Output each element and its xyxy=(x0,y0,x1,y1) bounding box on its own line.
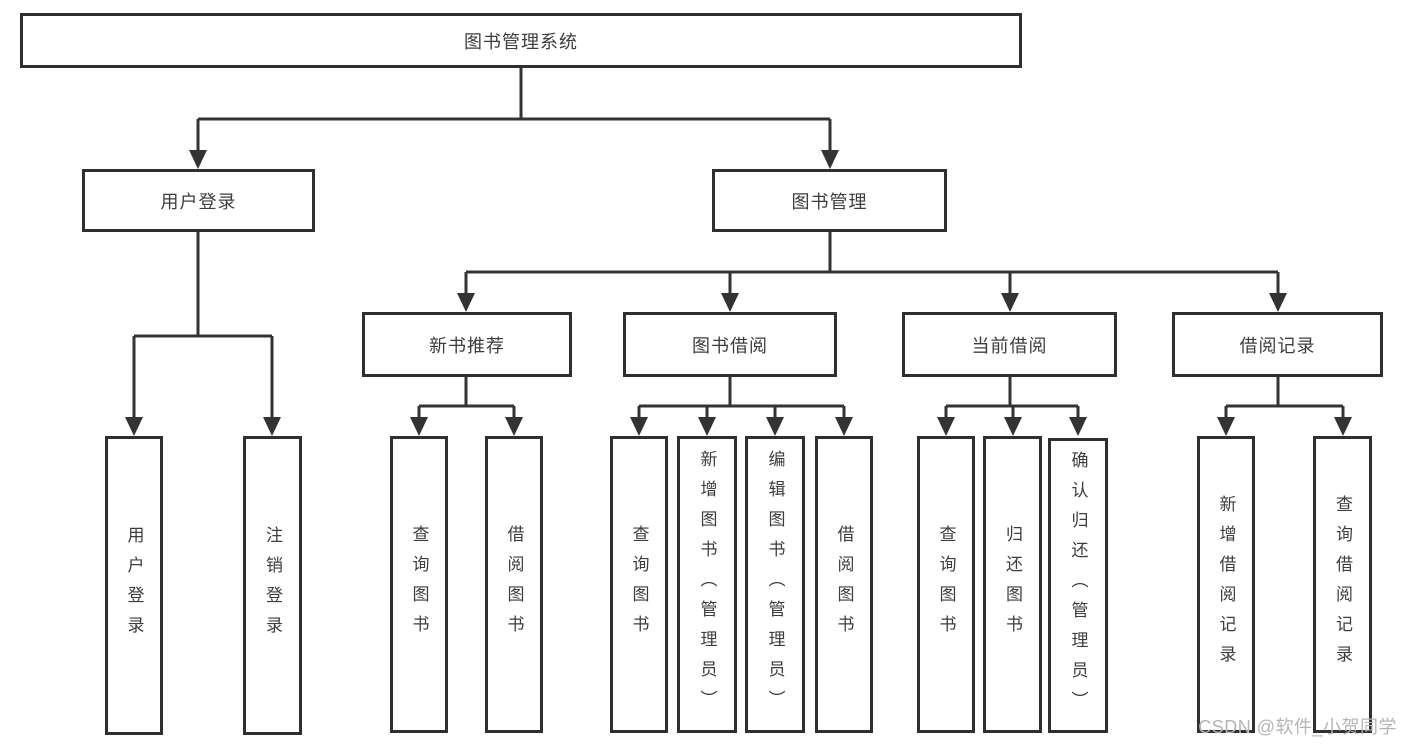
leaf-current-query-books: 查询图书 xyxy=(917,436,975,733)
leaf-add-book-admin: 新增图书（管理员） xyxy=(677,436,737,733)
leaf-return-books: 归还图书 xyxy=(983,436,1042,733)
leaf-edit-book-admin-label: 编辑图书（管理员） xyxy=(765,449,785,720)
leaf-user-login-label: 用户登录 xyxy=(124,525,144,646)
leaf-edit-book-admin: 编辑图书（管理员） xyxy=(745,436,805,733)
leaf-recommend-query-books: 查询图书 xyxy=(390,436,448,733)
leaf-query-borrow-record-label: 查询借阅记录 xyxy=(1333,494,1352,675)
node-current-borrow-label: 当前借阅 xyxy=(971,335,1048,356)
node-root-label: 图书管理系统 xyxy=(464,31,578,52)
node-root: 图书管理系统 xyxy=(20,13,1022,68)
node-book-management-label: 图书管理 xyxy=(791,191,868,212)
leaf-confirm-return-admin: 确认归还（管理员） xyxy=(1048,438,1108,733)
node-borrow-records: 借阅记录 xyxy=(1172,312,1383,377)
leaf-return-books-label: 归还图书 xyxy=(1003,524,1022,645)
node-new-book-recommend: 新书推荐 xyxy=(362,312,572,377)
node-borrow-records-label: 借阅记录 xyxy=(1239,335,1316,356)
node-user-login-label: 用户登录 xyxy=(160,191,237,212)
leaf-borrow-books-label: 借阅图书 xyxy=(834,524,854,645)
node-book-management: 图书管理 xyxy=(712,169,947,232)
node-book-borrow-label: 图书借阅 xyxy=(692,335,768,356)
leaf-user-login: 用户登录 xyxy=(105,436,163,735)
leaf-logout-label: 注销登录 xyxy=(263,525,282,646)
leaf-borrow-query-books: 查询图书 xyxy=(610,436,668,733)
leaf-borrow-query-books-label: 查询图书 xyxy=(629,524,649,645)
leaf-borrow-books: 借阅图书 xyxy=(815,436,873,733)
leaf-recommend-query-books-label: 查询图书 xyxy=(409,524,429,645)
node-book-borrow: 图书借阅 xyxy=(623,312,837,377)
node-user-login: 用户登录 xyxy=(82,169,315,232)
leaf-add-borrow-record-label: 新增借阅记录 xyxy=(1216,494,1236,675)
leaf-current-query-books-label: 查询图书 xyxy=(936,524,956,645)
watermark: CSDN @软件_小贺同学 xyxy=(1198,717,1397,737)
leaf-recommend-borrow-books-label: 借阅图书 xyxy=(504,524,524,645)
leaf-add-borrow-record: 新增借阅记录 xyxy=(1197,436,1255,733)
leaf-recommend-borrow-books: 借阅图书 xyxy=(485,436,543,733)
leaf-query-borrow-record: 查询借阅记录 xyxy=(1313,436,1372,733)
node-new-book-recommend-label: 新书推荐 xyxy=(429,335,505,356)
leaf-confirm-return-admin-label: 确认归还（管理员） xyxy=(1068,450,1088,721)
leaf-logout: 注销登录 xyxy=(243,436,302,735)
node-current-borrow: 当前借阅 xyxy=(902,312,1117,377)
leaf-add-book-admin-label: 新增图书（管理员） xyxy=(697,449,717,720)
